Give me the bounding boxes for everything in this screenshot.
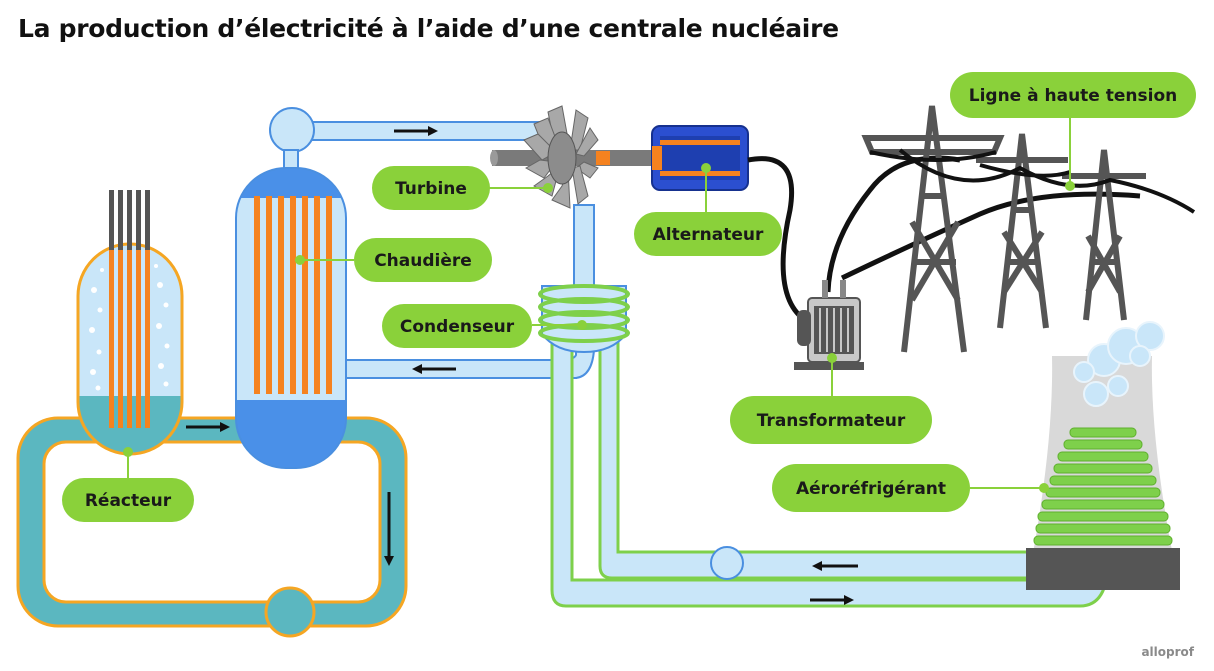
reactor [76, 190, 184, 456]
svg-text:Ligne à haute tension: Ligne à haute tension [969, 86, 1178, 106]
label-chaudiere: Chaudière [354, 238, 492, 282]
flow-arrow-primary-right [186, 422, 230, 432]
diagram-title: La production d’électricité à l’aide d’u… [18, 14, 839, 43]
svg-text:Chaudière: Chaudière [374, 251, 472, 271]
flow-arrow-primary-down [384, 492, 394, 566]
label-turbine: Turbine [372, 166, 490, 210]
condenser [538, 284, 630, 354]
control-rods [109, 190, 150, 250]
alternator [610, 125, 749, 191]
label-alternateur: Alternateur [634, 212, 782, 256]
alloprof-logo: alloprof [1141, 645, 1194, 659]
label-ligne-haute-tension: Ligne à haute tension [950, 72, 1196, 118]
transformer [794, 280, 864, 370]
leader-lines [123, 118, 1075, 493]
boiler-tubes [254, 196, 332, 394]
primary-pump [264, 586, 316, 638]
flow-arrow-steam-right [394, 126, 438, 136]
svg-text:Condenseur: Condenseur [400, 317, 515, 337]
label-reacteur: Réacteur [62, 478, 194, 522]
reactor-bubbles [89, 264, 170, 391]
pylon-wires [869, 148, 1196, 214]
label-condenseur: Condenseur [382, 304, 532, 348]
fuel-rods [109, 250, 150, 428]
steam-bulb [269, 107, 315, 153]
primary-loop [16, 416, 408, 638]
steam-cloud [1073, 321, 1165, 407]
cooling-tower [1026, 321, 1180, 590]
pylons [861, 105, 1146, 353]
flow-arrow-cooling-right [810, 595, 854, 605]
svg-text:Turbine: Turbine [395, 179, 467, 199]
svg-text:Réacteur: Réacteur [85, 491, 172, 511]
svg-text:Aéroréfrigérant: Aéroréfrigérant [796, 479, 946, 499]
svg-text:Transformateur: Transformateur [757, 411, 906, 431]
flow-arrow-water-left [412, 364, 456, 374]
cooling-pump [710, 546, 744, 580]
label-transformateur: Transformateur [730, 396, 932, 444]
label-aerorefrigerant: Aéroréfrigérant [772, 464, 970, 512]
svg-text:Alternateur: Alternateur [653, 225, 764, 245]
flow-arrow-cooling-left [812, 561, 858, 571]
boiler [235, 167, 347, 469]
